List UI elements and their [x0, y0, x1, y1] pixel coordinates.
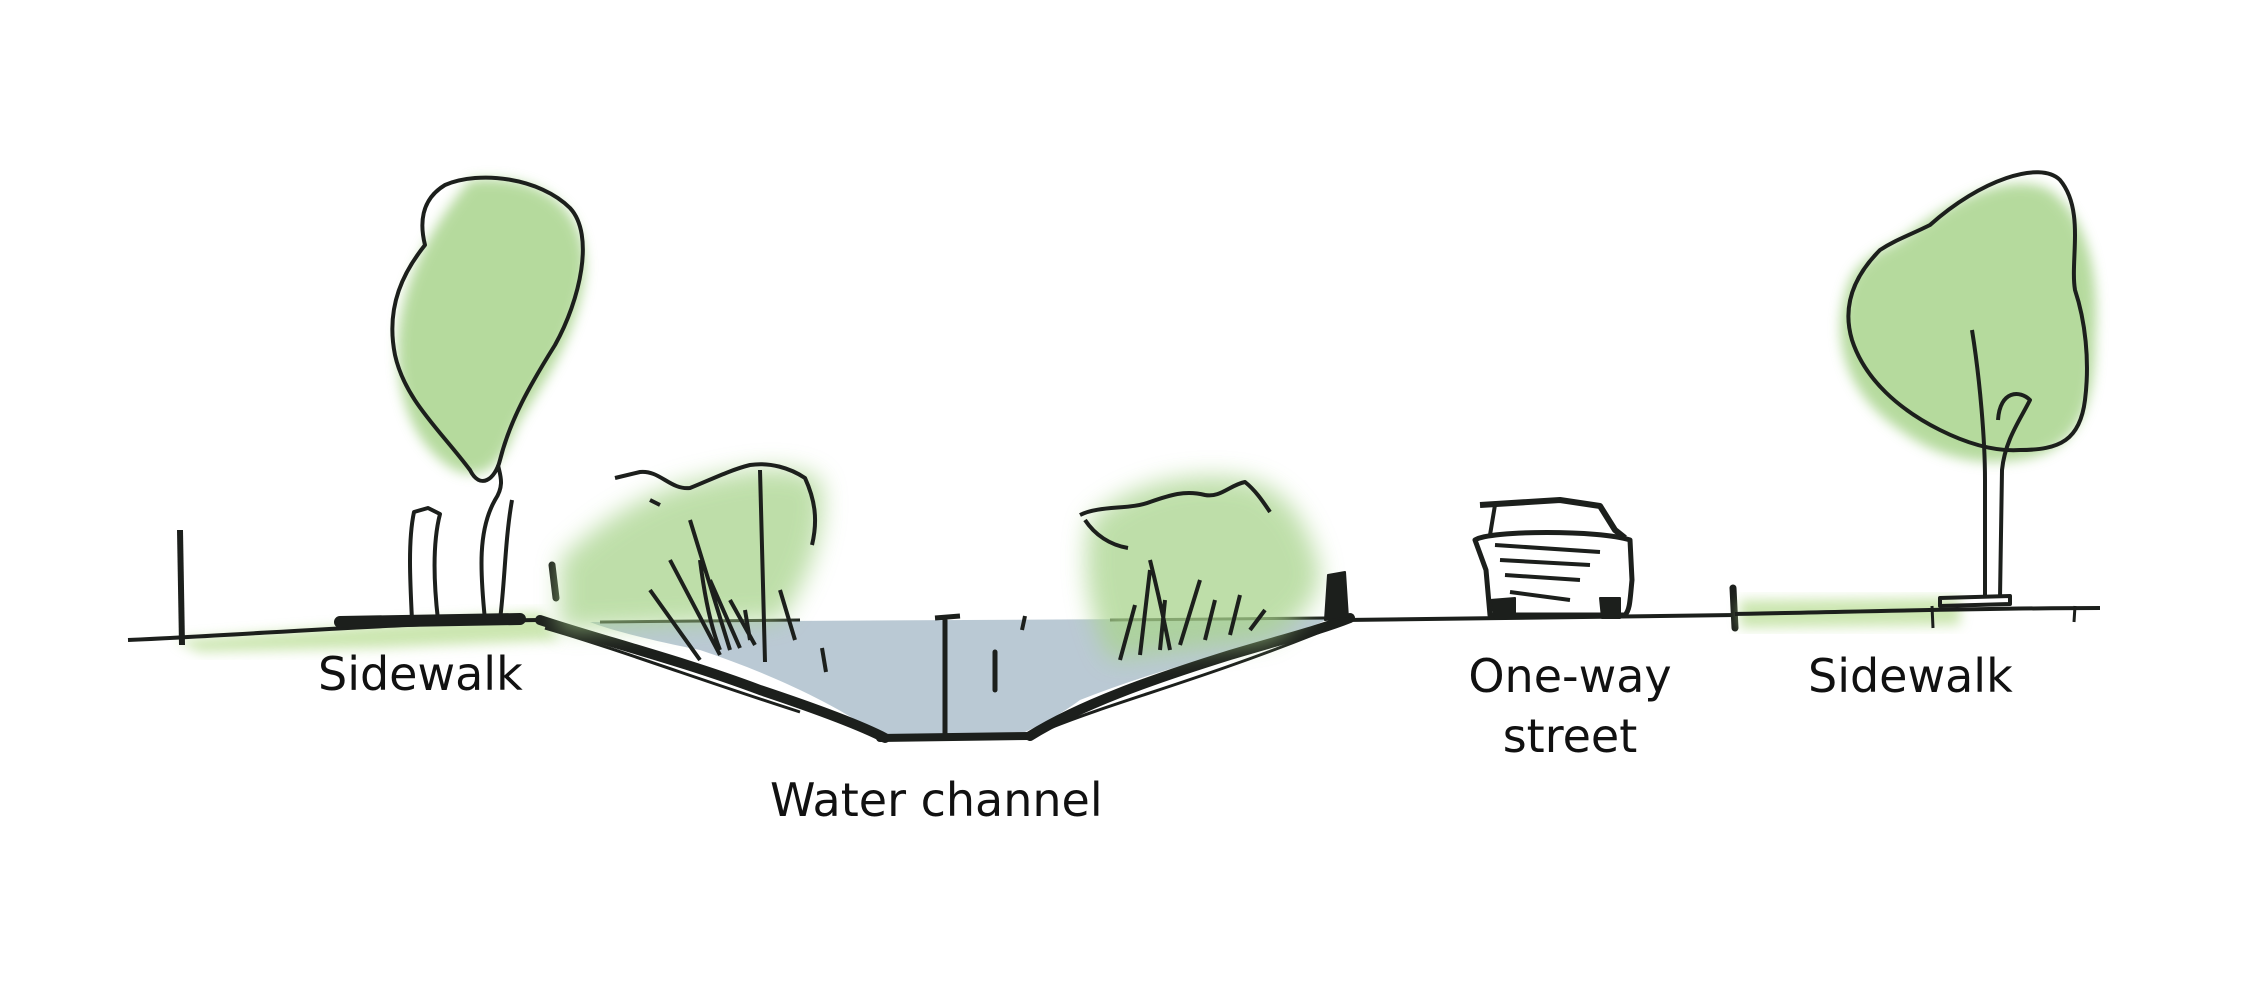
car-roof: [1479, 497, 1627, 541]
right-tree-canopy-wash: [1840, 183, 2097, 462]
one-way-street-group: [1344, 497, 1739, 632]
label-one-way-street: One-way street: [1460, 646, 1680, 766]
left-tree: [390, 175, 586, 621]
right-sidewalk-group: [1734, 594, 2101, 629]
water-channel-left-bank-sketch: [544, 626, 801, 714]
left-small-stake: [408, 506, 442, 621]
street-right-curb-post: [1729, 584, 1739, 632]
right-tree-trunk: [1970, 329, 2032, 599]
right-sidewalk-ground-line: [1734, 606, 2101, 616]
car-wheel-left: [1489, 597, 1516, 619]
water-channel-right-bank-sketch: [1049, 630, 1321, 730]
left-sidewalk-group: [127, 506, 560, 652]
left-tree-canopy-outline: [390, 175, 585, 483]
left-bank-vegetation: [560, 462, 823, 663]
car-body: [1472, 530, 1635, 618]
left-tree-canopy-wash: [397, 178, 586, 474]
water-post-mark-3: [820, 647, 828, 673]
label-sidewalk-left: Sidewalk: [318, 647, 523, 701]
car-wheel-right: [1599, 597, 1621, 619]
right-bank-edge-post: [1324, 571, 1349, 621]
left-bank-foliage-wash: [560, 468, 823, 630]
left-bank-edge-mark: [548, 561, 560, 602]
water-post-mark-2: [1020, 615, 1027, 631]
left-bank-shrub-outline: [614, 462, 818, 546]
label-one-way-street-line2: street: [1502, 709, 1638, 763]
left-property-post: [177, 529, 185, 646]
left-tree-trunk: [479, 464, 514, 621]
right-tree: [1840, 170, 2097, 599]
water-channel-right-bank: [1025, 613, 1355, 741]
right-sidewalk-ticks: [1930, 605, 2077, 629]
left-bank-grass-strokes: [648, 469, 797, 663]
label-sidewalk-right: Sidewalk: [1808, 649, 2013, 703]
right-bank-vegetation: [1079, 476, 1349, 661]
car-sketch: [1472, 497, 1635, 619]
label-one-way-street-line1: One-way: [1468, 649, 1672, 703]
label-water-channel: Water channel: [770, 773, 1103, 827]
water-channel-left-bank: [535, 615, 890, 743]
left-sidewalk-curb-line: [334, 613, 526, 628]
right-bank-shrub-outline: [1079, 480, 1272, 550]
right-bank-grass-strokes: [1118, 559, 1267, 661]
water-post-center: [934, 613, 961, 735]
right-tree-canopy-outline: [1846, 170, 2089, 453]
car-window-lines: [1488, 504, 1601, 602]
water-channel-floor: [876, 732, 1034, 742]
